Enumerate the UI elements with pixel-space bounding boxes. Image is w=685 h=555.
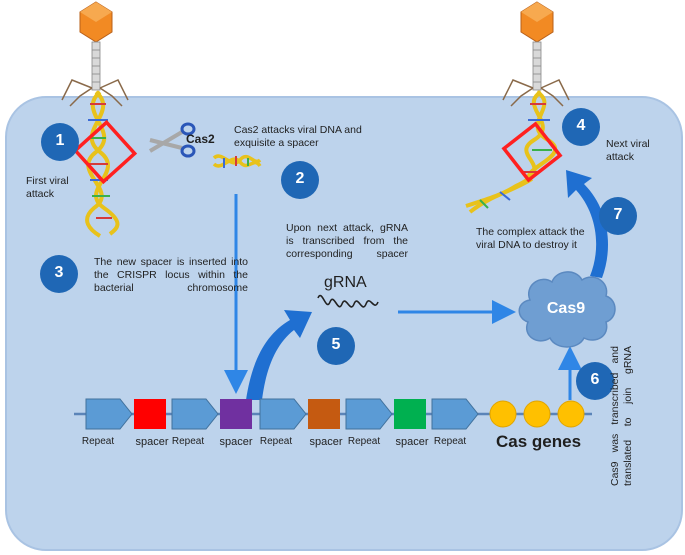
crispr-locus	[85, 398, 479, 430]
locus-label-5: Repeat	[259, 436, 293, 447]
repeat-block	[431, 398, 479, 430]
cas-genes-label: Cas genes	[496, 432, 582, 451]
locus-label-3: Repeat	[171, 436, 205, 447]
scissors-icon	[148, 122, 196, 158]
step-circles	[40, 108, 637, 400]
viral-dna-right	[465, 90, 558, 214]
step-5-number: 5	[331, 336, 341, 353]
phage-left	[61, 1, 129, 107]
step-5-circle	[317, 327, 355, 365]
locus-label-2: spacer	[135, 436, 169, 448]
spacer-block	[134, 399, 166, 429]
spacer-block	[308, 399, 340, 429]
step-4-text: Next viral attack	[606, 138, 650, 163]
arrow-spacer-to-grna	[246, 310, 312, 400]
repeat-block	[259, 398, 307, 430]
arrow-cas9-to-dna	[566, 170, 608, 278]
step-6-text: Cas9 was transcribed and translated to j…	[609, 346, 634, 486]
locus-label-1: Repeat	[81, 436, 115, 447]
locus-label-7: Repeat	[347, 436, 381, 447]
step-1-number: 1	[55, 132, 65, 149]
bacterial-cell	[5, 96, 683, 551]
repeat-block	[85, 398, 133, 430]
cas9-protein	[518, 271, 616, 348]
locus-label-4: spacer	[219, 436, 253, 448]
step-1-text: First viral attack	[26, 175, 69, 200]
step-5-text: Upon next attack, gRNA is transcribed fr…	[286, 222, 408, 260]
step-7-text: The complex attack the viral DNA to dest…	[476, 226, 585, 251]
step-1-circle	[41, 123, 79, 161]
step-4-number: 4	[576, 117, 586, 134]
phage-right	[502, 1, 570, 107]
step-2-circle	[281, 161, 319, 199]
locus-label-6: spacer	[309, 436, 343, 448]
excised-spacer	[212, 154, 262, 168]
step-3-circle	[40, 255, 78, 293]
cas2-label: Cas2	[186, 132, 215, 146]
step-2-text: Cas2 attacks viral DNA and exquisite a s…	[234, 124, 362, 149]
locus-label-9: Repeat	[433, 436, 467, 447]
cas-genes	[489, 400, 585, 428]
step-3-number: 3	[54, 264, 64, 281]
step-7-number: 7	[613, 206, 623, 223]
grna-label: gRNA	[324, 274, 367, 291]
spacer-block	[394, 399, 426, 429]
locus-label-8: spacer	[395, 436, 429, 448]
grna-strand	[317, 294, 379, 308]
viral-dna-left	[85, 90, 120, 238]
target-box-left	[72, 119, 138, 185]
cas9-label: Cas9	[546, 300, 586, 317]
step-2-number: 2	[295, 170, 305, 187]
step-3-text: The new spacer is inserted into the CRIS…	[94, 256, 248, 294]
spacer-block	[220, 399, 252, 429]
repeat-block	[345, 398, 393, 430]
step-6-number: 6	[590, 371, 600, 388]
repeat-block	[171, 398, 219, 430]
step-4-circle	[562, 108, 600, 146]
step-7-circle	[599, 197, 637, 235]
step-6-circle	[576, 362, 614, 400]
target-box-right	[501, 121, 563, 183]
